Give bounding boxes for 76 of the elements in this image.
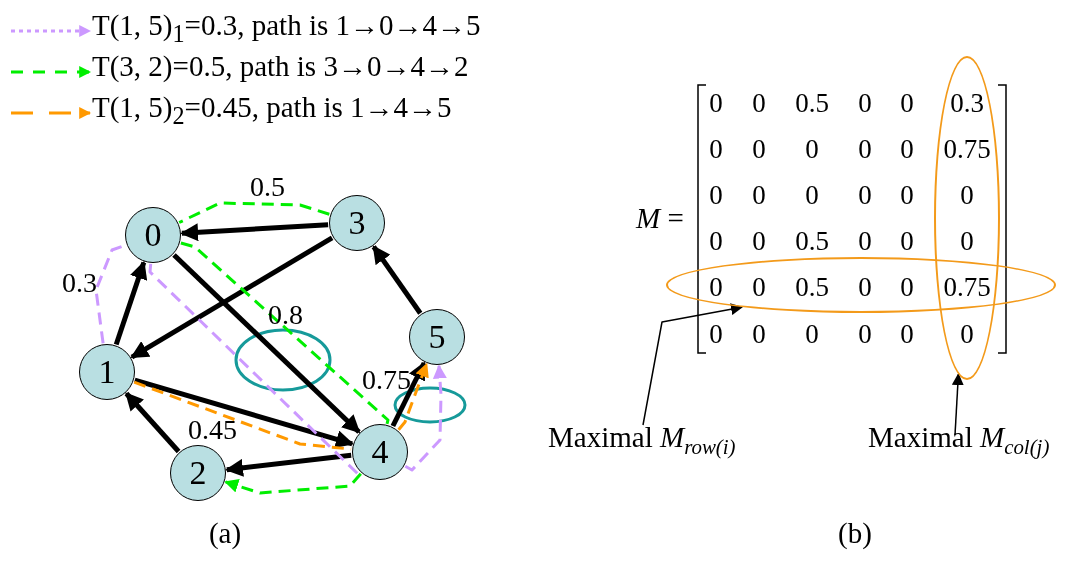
directed-edge-arrow xyxy=(124,391,181,454)
matrix-entry: 0 xyxy=(900,320,914,348)
matrix-entry: 0 xyxy=(900,89,914,117)
matrix-entry: 0 xyxy=(858,181,872,209)
annotation-text: Maximal M$_{col(j)}$ xyxy=(868,422,1050,459)
matrix-entry: 0 xyxy=(752,227,766,255)
path-arrow xyxy=(224,472,362,495)
panel-label: (a) xyxy=(208,518,242,548)
node-number: 0 xyxy=(144,218,162,252)
node-number: 1 xyxy=(98,355,116,389)
matrix-entry: 0 xyxy=(709,273,723,301)
matrix-entry: 0 xyxy=(709,227,723,255)
matrix-entry: 0 xyxy=(709,320,723,348)
matrix-entry: 0 xyxy=(900,181,914,209)
matrix-entry: 0.5 xyxy=(795,89,829,117)
panel-label: (b) xyxy=(838,518,872,548)
path-arrow xyxy=(397,362,429,431)
leader-arrow xyxy=(951,373,964,436)
matrix-entry: 0 xyxy=(858,320,872,348)
matrix-entry: 0 xyxy=(900,273,914,301)
matrix-entry: 0 xyxy=(960,181,974,209)
leader-arrow xyxy=(642,303,743,426)
directed-edge-arrow xyxy=(130,235,334,360)
matrix-entry: 0 xyxy=(752,181,766,209)
matrix-entry: 0 xyxy=(709,181,723,209)
matrix-entry: 0 xyxy=(709,135,723,163)
graph-node-circle xyxy=(125,207,181,263)
matrix-entry: 0 xyxy=(960,227,974,255)
matrix-entry: 0 xyxy=(858,273,872,301)
matrix-entry: 0 xyxy=(805,320,819,348)
edge-label: 0.5 xyxy=(250,172,285,203)
directed-edge-arrow xyxy=(390,361,427,428)
matrix-entry: 0 xyxy=(858,135,872,163)
path-arrow xyxy=(404,364,447,472)
graph-node-circle xyxy=(170,445,226,501)
legend-text: T(3, 2)=0.5, path is 3→0→4→2 xyxy=(92,51,469,83)
matrix-entry: 0.75 xyxy=(943,273,991,301)
node-number: 4 xyxy=(371,435,389,469)
edge-label: 0.3 xyxy=(62,268,97,299)
matrix-entry: 0.3 xyxy=(950,89,984,117)
directed-edge-arrow xyxy=(371,245,423,315)
matrix-entry: 0 xyxy=(752,135,766,163)
matrix-entry: 0.5 xyxy=(795,273,829,301)
matrix-entry: 0 xyxy=(805,181,819,209)
graph-node-circle xyxy=(352,424,408,480)
directed-edge-arrow xyxy=(225,452,352,477)
annotation-text: Maximal M$_{row(i)}$ xyxy=(548,422,736,459)
matrix-entry: 0 xyxy=(752,89,766,117)
directed-edge-arrow xyxy=(113,260,148,346)
graph-node-circle xyxy=(409,309,465,365)
node-number: 3 xyxy=(348,206,366,240)
matrix-name: M = xyxy=(636,203,684,233)
graph-node-circle xyxy=(329,195,385,251)
directed-edge-arrow xyxy=(172,253,361,434)
matrix-entry: 0 xyxy=(709,89,723,117)
matrix-entry: 0 xyxy=(752,273,766,301)
graph-node-circle xyxy=(79,344,135,400)
directed-edge-arrow xyxy=(180,222,329,242)
edge-label: 0.75 xyxy=(362,365,411,396)
selection-ellipse xyxy=(666,257,1056,313)
matrix-entry: 0 xyxy=(900,135,914,163)
matrix-entry: 0 xyxy=(805,135,819,163)
node-number: 2 xyxy=(189,456,207,490)
matrix-entry: 0.5 xyxy=(795,227,829,255)
matrix-entry: 0 xyxy=(900,227,914,255)
matrix-entry: 0 xyxy=(858,227,872,255)
legend-text: T(1, 5)$_{1}$=0.3, path is 1→0→4→5 xyxy=(92,10,481,48)
matrix-entry: 0 xyxy=(752,320,766,348)
matrix-entry: 0 xyxy=(960,320,974,348)
matrix-entry: 0 xyxy=(858,89,872,117)
edge-label: 0.8 xyxy=(268,300,303,331)
edge-label: 0.45 xyxy=(188,415,237,446)
selection-ellipse xyxy=(934,56,1000,380)
node-number: 5 xyxy=(428,320,446,354)
matrix-entry: 0.75 xyxy=(943,135,991,163)
legend-text: T(1, 5)$_{2}$=0.45, path is 1→4→5 xyxy=(92,92,452,130)
